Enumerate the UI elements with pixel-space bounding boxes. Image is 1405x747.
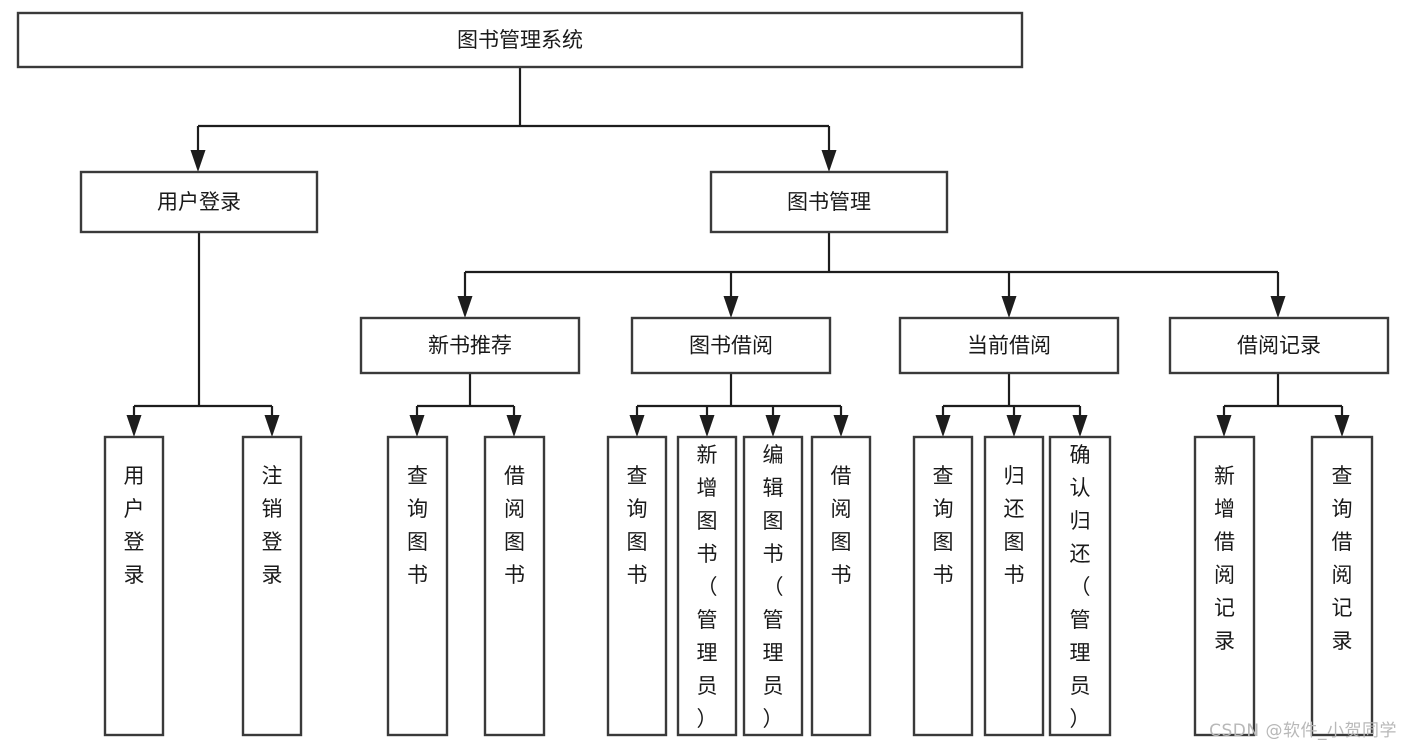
- connector-group-root-to-level1: [190, 67, 837, 172]
- node-label-user-login: 用户登录: [157, 190, 241, 214]
- node-box-leaf-query-book-3[interactable]: [912, 435, 974, 737]
- node-label-leaf-query-borrow-record: 查询借阅记录: [1332, 464, 1353, 653]
- node-leaf-query-book-2[interactable]: 查询图书: [606, 435, 668, 737]
- node-leaf-add-borrow-record[interactable]: 新增借阅记录: [1193, 435, 1256, 737]
- node-leaf-user-logout[interactable]: 注销登录: [241, 435, 303, 737]
- node-label-book-management: 图书管理: [787, 190, 871, 214]
- connector-group-bookborrow-to-leaves: [629, 373, 849, 437]
- node-label-book-borrow: 图书借阅: [689, 334, 773, 358]
- node-label-current-borrow: 当前借阅: [967, 334, 1051, 358]
- node-label-leaf-add-borrow-record: 新增借阅记录: [1214, 464, 1235, 653]
- node-leaf-borrow-book-2[interactable]: 借阅图书: [810, 435, 872, 737]
- node-label-borrow-record: 借阅记录: [1237, 334, 1321, 358]
- node-leaf-query-book-1[interactable]: 查询图书: [386, 435, 449, 737]
- node-box-book-management[interactable]: [709, 170, 949, 234]
- node-leaf-borrow-book-1[interactable]: 借阅图书: [483, 435, 546, 737]
- node-label-leaf-confirm-return: 确认归还（管理员）: [1070, 443, 1091, 731]
- node-leaf-add-book[interactable]: 新增图书（管理员）: [676, 435, 738, 737]
- node-label-leaf-edit-book: 编辑图书（管理员）: [763, 443, 784, 731]
- node-label-leaf-query-book-3: 查询图书: [933, 464, 954, 587]
- node-box-leaf-return-book[interactable]: [983, 435, 1045, 737]
- node-box-leaf-add-borrow-record[interactable]: [1193, 435, 1256, 737]
- node-box-root[interactable]: [16, 11, 1024, 69]
- node-box-leaf-user-login[interactable]: [103, 435, 165, 737]
- node-user-login[interactable]: 用户登录: [79, 170, 319, 234]
- node-box-leaf-edit-book[interactable]: [742, 435, 804, 737]
- node-leaf-confirm-return[interactable]: 确认归还（管理员）: [1048, 435, 1112, 737]
- csdn-watermark: CSDN @软件_小贺同学: [1209, 721, 1397, 741]
- node-label-leaf-return-book: 归还图书: [1004, 464, 1025, 587]
- node-leaf-query-borrow-record[interactable]: 查询借阅记录: [1310, 435, 1374, 737]
- node-box-leaf-borrow-book-2[interactable]: [810, 435, 872, 737]
- node-borrow-record[interactable]: 借阅记录: [1168, 316, 1390, 375]
- node-label-new-book-recommend: 新书推荐: [428, 334, 512, 358]
- node-box-leaf-query-borrow-record[interactable]: [1310, 435, 1374, 737]
- node-box-user-login[interactable]: [79, 170, 319, 234]
- node-leaf-return-book[interactable]: 归还图书: [983, 435, 1045, 737]
- connector-group-userlogin-to-leaves: [126, 232, 280, 437]
- node-box-leaf-confirm-return[interactable]: [1048, 435, 1112, 737]
- node-leaf-query-book-3[interactable]: 查询图书: [912, 435, 974, 737]
- node-leaf-edit-book[interactable]: 编辑图书（管理员）: [742, 435, 804, 737]
- node-book-borrow[interactable]: 图书借阅: [630, 316, 832, 375]
- node-box-leaf-borrow-book-1[interactable]: [483, 435, 546, 737]
- node-box-leaf-query-book-2[interactable]: [606, 435, 668, 737]
- connector-layer: [126, 67, 1350, 437]
- node-leaf-user-login[interactable]: 用户登录: [103, 435, 165, 737]
- node-current-borrow[interactable]: 当前借阅: [898, 316, 1120, 375]
- node-label-leaf-add-book: 新增图书（管理员）: [697, 443, 718, 731]
- node-label-leaf-query-book-2: 查询图书: [627, 464, 648, 587]
- node-box-new-book-recommend[interactable]: [359, 316, 581, 375]
- connector-group-currentborrow-to-leaves: [935, 373, 1088, 437]
- connector-group-borrowrecord-to-leaves: [1216, 373, 1350, 437]
- node-label-leaf-borrow-book-2: 借阅图书: [831, 464, 852, 587]
- connector-group-bookmgmt-to-level2: [457, 232, 1286, 318]
- node-layer: 图书管理系统用户登录图书管理新书推荐图书借阅当前借阅借阅记录用户登录注销登录查询…: [16, 11, 1390, 737]
- node-label-root: 图书管理系统: [457, 28, 583, 52]
- node-new-book-recommend[interactable]: 新书推荐: [359, 316, 581, 375]
- connector-group-newbook-to-leaves: [409, 373, 522, 437]
- node-label-leaf-borrow-book-1: 借阅图书: [504, 464, 525, 587]
- node-box-leaf-user-logout[interactable]: [241, 435, 303, 737]
- node-label-leaf-user-login: 用户登录: [124, 464, 145, 587]
- node-root[interactable]: 图书管理系统: [16, 11, 1024, 69]
- node-box-book-borrow[interactable]: [630, 316, 832, 375]
- node-box-borrow-record[interactable]: [1168, 316, 1390, 375]
- node-book-management[interactable]: 图书管理: [709, 170, 949, 234]
- node-label-leaf-user-logout: 注销登录: [262, 464, 283, 587]
- node-label-leaf-query-book-1: 查询图书: [407, 464, 428, 587]
- node-box-current-borrow[interactable]: [898, 316, 1120, 375]
- node-box-leaf-add-book[interactable]: [676, 435, 738, 737]
- node-box-leaf-query-book-1[interactable]: [386, 435, 449, 737]
